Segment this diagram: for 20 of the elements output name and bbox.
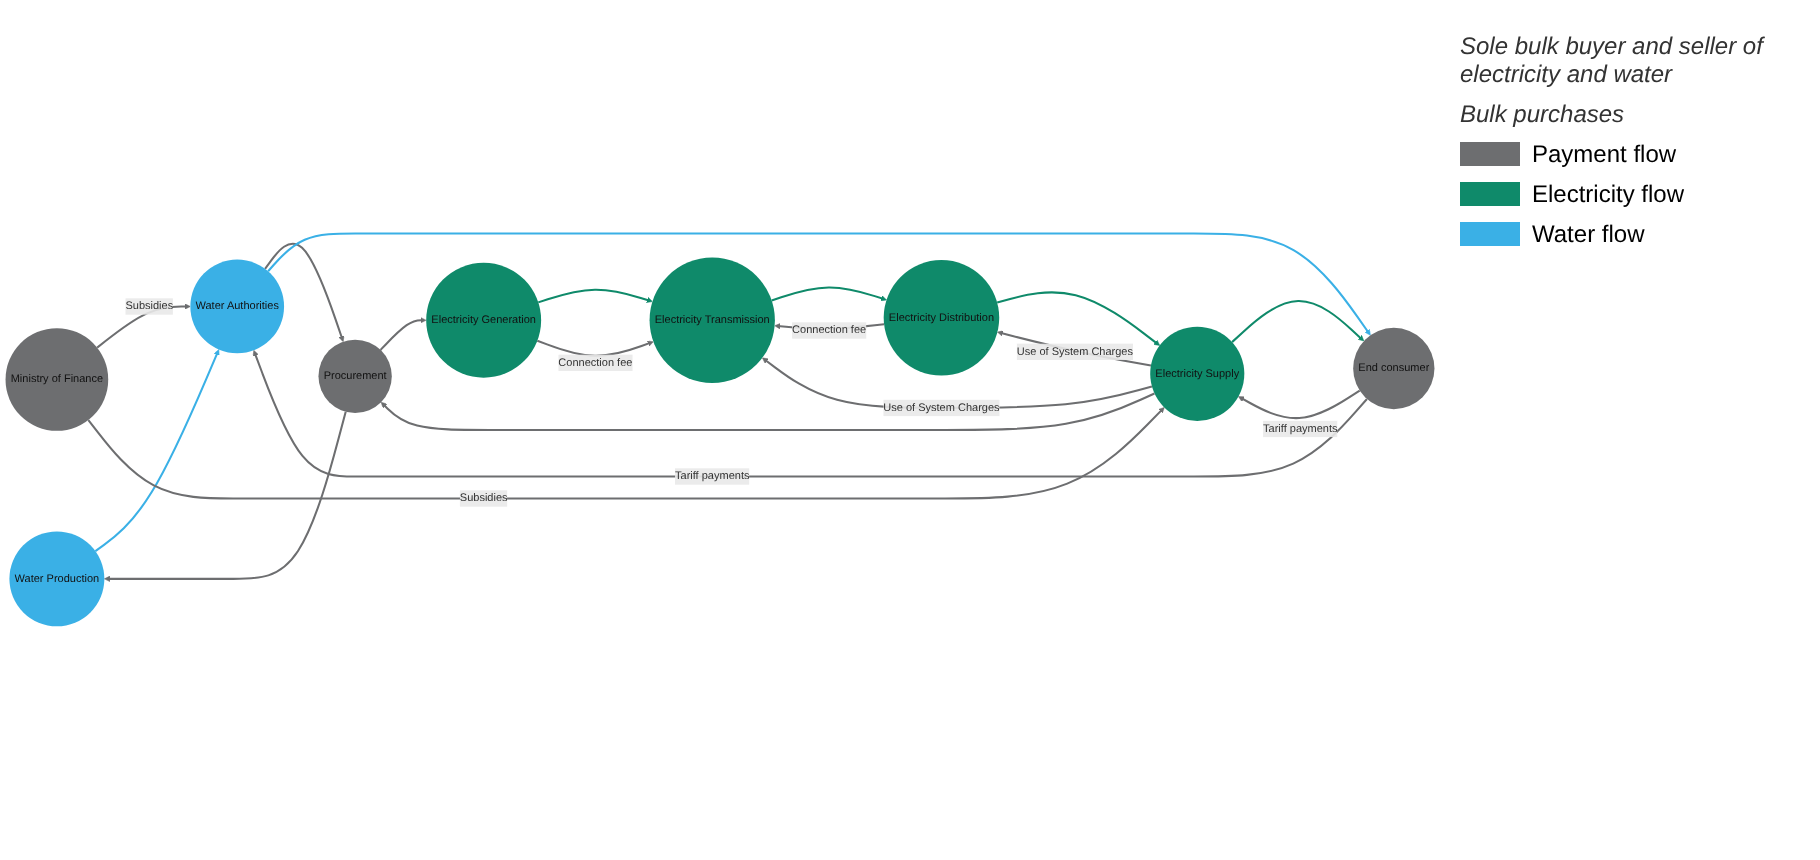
arrow [537,288,653,304]
arrow [996,291,1160,346]
arrow [96,303,191,349]
arrow [1231,300,1365,343]
arrow [1238,389,1361,420]
legend-label: Electricity flow [1532,180,1685,208]
note: Bulk purchases [1460,100,1627,128]
arrow [267,232,1371,336]
arrow [380,392,1155,431]
legend-label: Payment flow [1532,140,1677,168]
arrow [87,407,1165,500]
arrow [252,350,1368,478]
arrow [264,242,345,342]
arrow [104,411,347,582]
arrow [997,330,1152,367]
note: Sole bulk buyer and seller of electricity and water [1460,32,1767,88]
legend-label: Water flow [1532,220,1645,248]
arrow [94,349,220,552]
arrow [771,286,887,302]
arrow [379,317,427,351]
